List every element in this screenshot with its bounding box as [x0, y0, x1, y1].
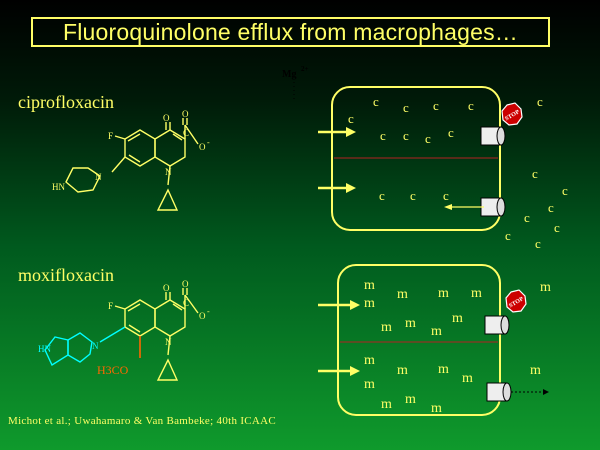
cipro-molecule: c	[505, 228, 511, 243]
moxi-molecule: m	[364, 377, 375, 392]
cipro-molecule: c	[535, 236, 541, 251]
cipro-n-ring: N	[165, 167, 172, 177]
cipro-cell	[331, 86, 501, 231]
cipro-influx-arrowhead-top	[346, 127, 356, 137]
moxifloxacin-label: moxifloxacin	[18, 265, 114, 285]
moxi-molecule: m	[397, 287, 408, 302]
cipro-efflux-arrowhead	[444, 204, 452, 210]
cipro-molecule: c	[548, 200, 554, 215]
cipro-molecule: c	[448, 125, 454, 140]
moxi-pump-active	[486, 382, 512, 402]
cipro-hn: HN	[52, 182, 65, 192]
cipro-molecule: c	[443, 188, 449, 203]
cipro-molecule: c	[433, 98, 439, 113]
cipro-molecule: c	[373, 94, 379, 109]
moxi-molecule: m	[405, 316, 416, 331]
moxi-molecule: m	[397, 363, 408, 378]
moxi-molecule: m	[452, 311, 463, 326]
moxi-molecule: m	[471, 286, 482, 301]
cipro-molecules: c c c c c c c c c c c c c c c c c c c c	[348, 94, 568, 251]
cipro-pump-blocked	[480, 126, 506, 146]
cipro-influx-arrowhead-bottom	[346, 183, 356, 193]
moxi-n-ring: N	[165, 337, 172, 347]
moxi-molecule: m	[462, 371, 473, 386]
cipro-molecule: c	[403, 128, 409, 143]
cipro-molecule: c	[425, 131, 431, 146]
cipro-c: C	[183, 128, 189, 138]
moxi-molecule: m	[381, 397, 392, 412]
ciprofloxacin-label: ciprofloxacin	[18, 92, 114, 112]
moxi-efflux-arrowhead	[543, 389, 549, 395]
moxi-n-amine: N	[92, 341, 99, 351]
citation: Michot et al.; Uwahamaro & Van Bambeke; …	[8, 415, 277, 427]
cipro-o-carbonyl: O	[182, 109, 189, 119]
moxi-pump-blocked	[484, 315, 510, 335]
moxi-influx-arrowhead-top	[350, 300, 360, 310]
moxi-molecule: m	[381, 320, 392, 335]
cipro-stop-sign: STOP	[501, 102, 523, 126]
slide-title: Fluoroquinolone efflux from macrophages…	[31, 17, 550, 47]
cipro-pump-active	[480, 197, 506, 217]
cipro-f: F	[108, 131, 113, 141]
cipro-molecule: c	[410, 188, 416, 203]
moxi-molecule: m	[364, 296, 375, 311]
cipro-molecule: c	[379, 188, 385, 203]
moxi-minus: -	[207, 307, 210, 316]
cipro-molecule: c	[537, 94, 543, 109]
cipro-molecule: c	[403, 100, 409, 115]
moxi-h3co: H3CO	[97, 363, 129, 377]
moxi-f: F	[108, 301, 113, 311]
moxi-molecule: m	[431, 324, 442, 339]
cipro-molecule: c	[380, 128, 386, 143]
ciprofloxacin-structure	[65, 118, 199, 211]
moxi-c: C	[183, 298, 189, 308]
moxi-molecule: m	[364, 353, 375, 368]
cipro-molecule: c	[554, 220, 560, 235]
cipro-molecule: c	[532, 166, 538, 181]
cipro-molecule: c	[562, 183, 568, 198]
moxi-o-ketone: O	[163, 283, 170, 293]
moxi-molecule: m	[530, 363, 541, 378]
cipro-molecule: c	[524, 210, 530, 225]
cipro-o-ketone: O	[163, 113, 170, 123]
cipro-molecule: c	[468, 98, 474, 113]
moxi-stop-sign: STOP	[505, 289, 527, 313]
cipro-n-pip: N	[95, 172, 102, 182]
moxi-molecules: m m m m m m m m m m m m m m m m m m m	[364, 278, 551, 416]
moxi-molecule: m	[364, 278, 375, 293]
cipro-molecule: c	[348, 111, 354, 126]
moxi-molecule: m	[438, 286, 449, 301]
moxi-molecule: m	[431, 401, 442, 416]
moxi-bicyclic-amine	[44, 326, 126, 367]
cipro-minus: -	[207, 138, 210, 147]
moxi-molecule: m	[540, 280, 551, 295]
moxi-o-carbonyl: O	[182, 279, 189, 289]
moxi-o-anion: O	[199, 311, 206, 321]
moxi-hn: HN	[38, 344, 51, 354]
mg-charge: 2+	[301, 65, 309, 73]
moxi-influx-arrowhead-bottom	[350, 366, 360, 376]
moxi-molecule: m	[405, 392, 416, 407]
moxi-cell	[337, 264, 501, 416]
moxi-molecule: m	[438, 362, 449, 377]
cipro-o-anion: O	[199, 142, 206, 152]
mg-label: Mg	[282, 69, 296, 80]
